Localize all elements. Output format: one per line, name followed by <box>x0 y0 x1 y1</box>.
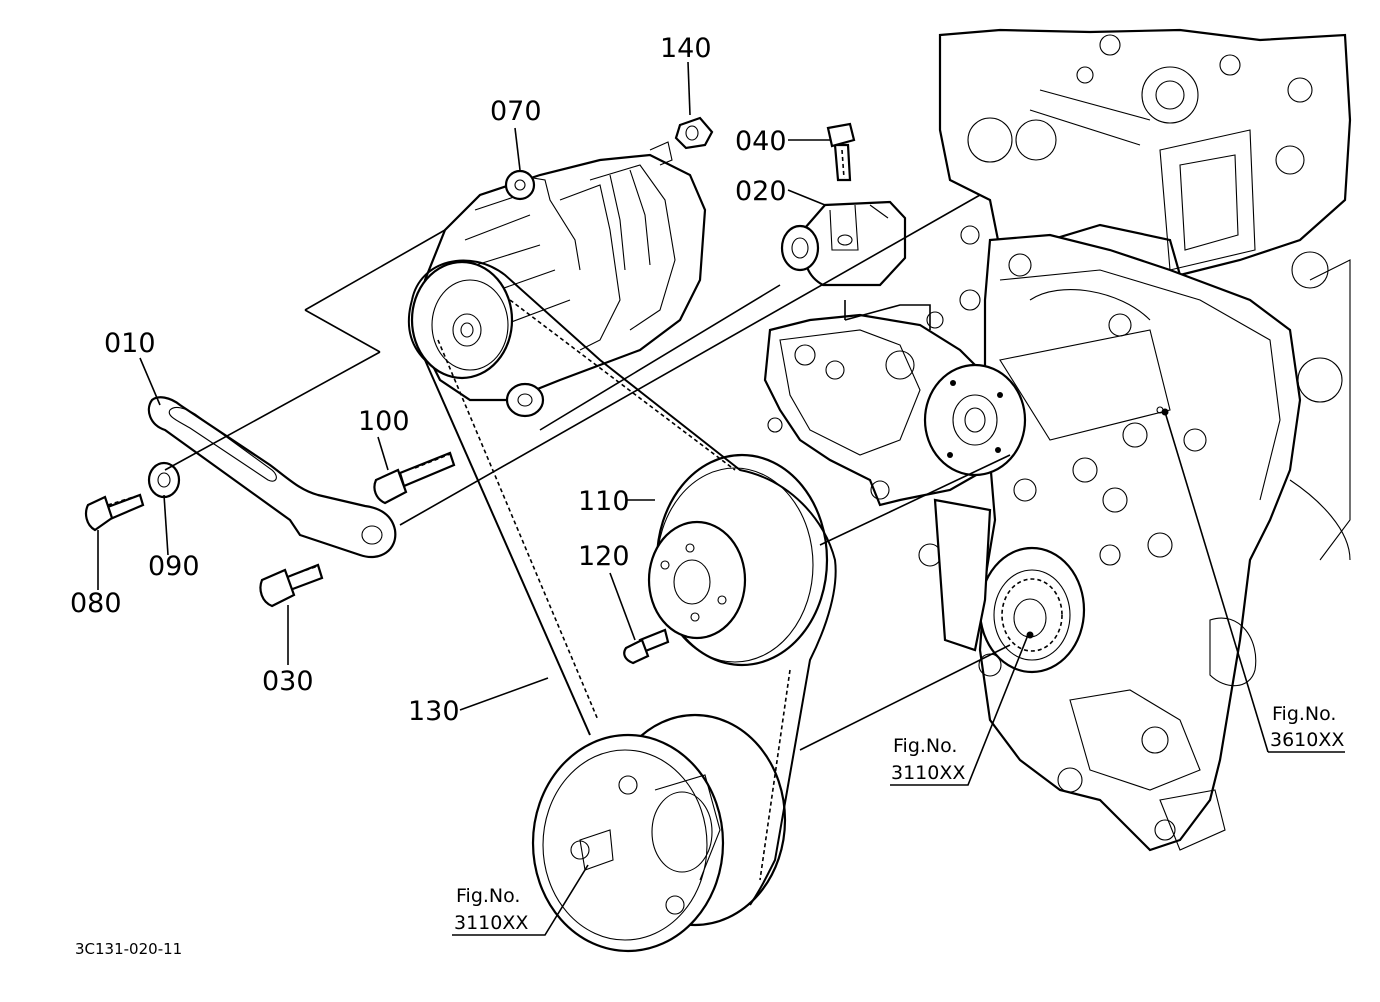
part-020-stay <box>780 200 907 287</box>
callout-010: 010 <box>104 328 156 359</box>
part-040-bolt <box>826 122 856 182</box>
part-110-fan-pulley <box>647 453 829 667</box>
part-100-bolt <box>373 451 456 505</box>
callout-110: 110 <box>578 486 630 517</box>
callout-100: 100 <box>358 406 410 437</box>
part-010-adjusting-bracket <box>147 396 397 558</box>
part-080-bolt <box>84 493 145 532</box>
callout-020: 020 <box>735 176 787 207</box>
part-030-bolt <box>259 563 324 608</box>
part-090-washer <box>147 461 181 499</box>
figure-references: Fig.No. 3110XX Fig.No. 3110XX Fig.No. 36… <box>454 703 1344 934</box>
callout-080: 080 <box>70 588 122 619</box>
fig-ref-label: Fig.No. <box>1272 703 1336 725</box>
part-140-nut <box>674 116 714 150</box>
callout-070: 070 <box>490 96 542 127</box>
callout-040: 040 <box>735 126 787 157</box>
part-070-alternator <box>410 141 707 418</box>
diagram-id: 3C131-020-11 <box>75 940 182 958</box>
callout-120: 120 <box>578 541 630 572</box>
fig-ref-number: 3610XX <box>1270 729 1344 751</box>
callout-030: 030 <box>262 666 314 697</box>
fig-ref-number: 3110XX <box>891 762 965 784</box>
leader-lines <box>97 61 1345 936</box>
part-130-v-belt <box>407 259 837 906</box>
fig-ref-number: 3110XX <box>454 912 528 934</box>
part-120-bolt <box>623 628 670 665</box>
fig-ref-label: Fig.No. <box>893 735 957 757</box>
part-callouts: 010 020 030 040 070 080 090 100 110 120 … <box>70 33 787 727</box>
crankshaft-pulley <box>531 713 787 953</box>
fig-ref-label: Fig.No. <box>456 885 520 907</box>
engine-block-illustration <box>763 28 1352 852</box>
callout-090: 090 <box>148 551 200 582</box>
callout-140: 140 <box>660 33 712 64</box>
callout-130: 130 <box>408 696 460 727</box>
